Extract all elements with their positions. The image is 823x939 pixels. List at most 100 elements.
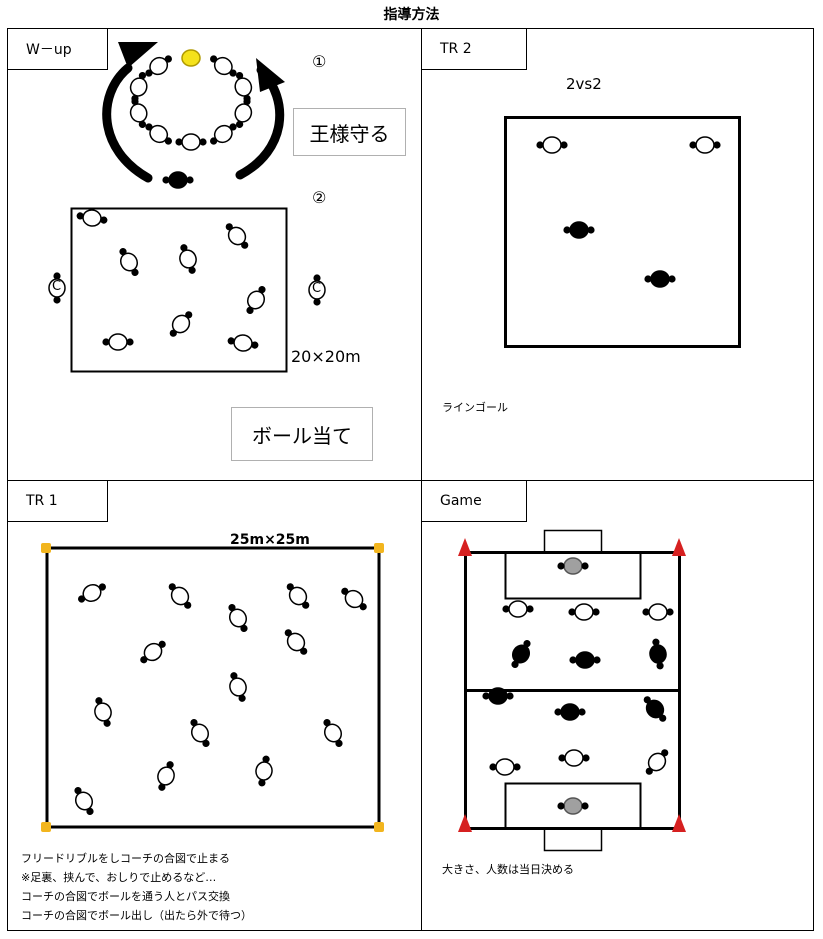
coach-mark-left: C — [52, 279, 62, 294]
player-light — [48, 272, 66, 304]
bottom-goal — [543, 827, 603, 852]
tr1-note-line: ※足裏、挟んで、おしりで止めるなど… — [21, 871, 217, 884]
cone — [458, 538, 472, 556]
goalkeeper — [557, 557, 589, 575]
player-light — [190, 719, 210, 747]
player-light — [179, 244, 197, 274]
wup-rotation-arrows — [102, 42, 285, 183]
player-light — [558, 749, 590, 767]
king-player — [181, 49, 201, 67]
wup-king-label: 王様守る — [293, 108, 406, 156]
corner-marker — [374, 822, 384, 832]
wup-field-size: 20×20m — [291, 347, 361, 366]
right-arrow-head — [256, 58, 285, 92]
player-light — [642, 603, 674, 621]
player-dark — [649, 638, 667, 670]
player-light — [286, 583, 310, 609]
tr2-field — [504, 116, 741, 348]
corner-marker — [41, 822, 51, 832]
wup-field-players — [48, 209, 326, 352]
tr1-label: TR 1 — [26, 493, 58, 509]
game-note: 大きさ、人数は当日決める — [442, 863, 574, 876]
corner-marker — [41, 543, 51, 553]
player-light — [145, 55, 172, 77]
player-light — [168, 583, 192, 609]
page-title: 指導方法 — [383, 7, 440, 23]
player-light — [210, 55, 237, 77]
tr2-players — [536, 136, 721, 288]
player-light — [645, 749, 669, 775]
tr1-note-line: コーチの合図でボールを通う人とパス交換 — [21, 890, 230, 903]
tr1-players — [74, 583, 367, 815]
player-dark — [482, 687, 514, 705]
player-light — [78, 583, 106, 603]
coach-mark-right: C — [312, 281, 322, 296]
player-light — [341, 587, 367, 611]
player-dark — [643, 696, 667, 722]
player-light — [169, 311, 193, 337]
player-light — [308, 274, 326, 306]
player-light — [568, 603, 600, 621]
tab-wup: W－up — [7, 28, 108, 70]
player-light — [225, 223, 249, 249]
goalkeeper — [557, 797, 589, 815]
player-light — [74, 787, 94, 815]
wup-step2-mark: ② — [312, 188, 327, 207]
player-dark — [162, 171, 194, 189]
left-arrow-arc — [102, 63, 153, 183]
player-light — [157, 761, 175, 791]
tr1-note-line: コーチの合図でボール出し（出たら外で待つ） — [21, 909, 252, 922]
player-light — [229, 672, 247, 702]
cone — [458, 814, 472, 832]
tr2-label: TR 2 — [440, 41, 472, 57]
player-light — [234, 97, 253, 128]
tr1-field-size: 25m×25m — [230, 532, 310, 548]
player-dark — [511, 640, 531, 668]
outer-frame — [7, 28, 814, 931]
tr2-note: ラインゴール — [442, 401, 508, 414]
player-light — [489, 758, 521, 776]
top-goal — [543, 529, 603, 554]
wup-label: W－up — [26, 42, 72, 58]
player-light — [94, 697, 112, 727]
cone — [672, 538, 686, 556]
player-light — [536, 136, 568, 154]
tab-tr2: TR 2 — [421, 28, 527, 70]
player-light — [140, 640, 166, 664]
player-light — [228, 604, 248, 632]
player-dark — [644, 270, 676, 288]
player-dark — [569, 651, 601, 669]
player-light — [175, 133, 207, 151]
tr1-note-line: フリードリブルをしコーチの合図で止まる — [21, 852, 230, 865]
player-light — [210, 123, 237, 145]
game-players — [482, 557, 674, 815]
player-light — [102, 333, 134, 351]
player-light — [145, 123, 172, 145]
player-dark — [554, 703, 586, 721]
game-cones — [458, 538, 686, 832]
player-light — [323, 719, 343, 747]
corner-marker — [374, 543, 384, 553]
panel-grid — [7, 28, 814, 931]
player-light — [502, 600, 534, 618]
wup-ball-label: ボール当て — [231, 407, 373, 461]
player-light — [119, 248, 139, 276]
player-light — [76, 209, 108, 227]
player-light — [689, 136, 721, 154]
tab-game: Game — [421, 480, 527, 522]
wup-player-ring — [129, 49, 253, 189]
player-light — [255, 755, 273, 787]
game-label: Game — [440, 493, 482, 509]
wup-field — [70, 207, 288, 373]
player-light — [129, 72, 148, 103]
player-light — [246, 286, 266, 314]
wup-step1-mark: ① — [312, 52, 327, 71]
cone — [672, 814, 686, 832]
tr1-field — [45, 546, 381, 829]
tab-tr1: TR 1 — [7, 480, 108, 522]
tr1-notes: フリードリブルをしコーチの合図で止まる ※足裏、挟んで、おしりで止めるなど… コ… — [21, 849, 252, 925]
player-dark — [563, 221, 595, 239]
tr2-mode: 2vs2 — [566, 75, 602, 93]
player-light — [227, 334, 259, 352]
